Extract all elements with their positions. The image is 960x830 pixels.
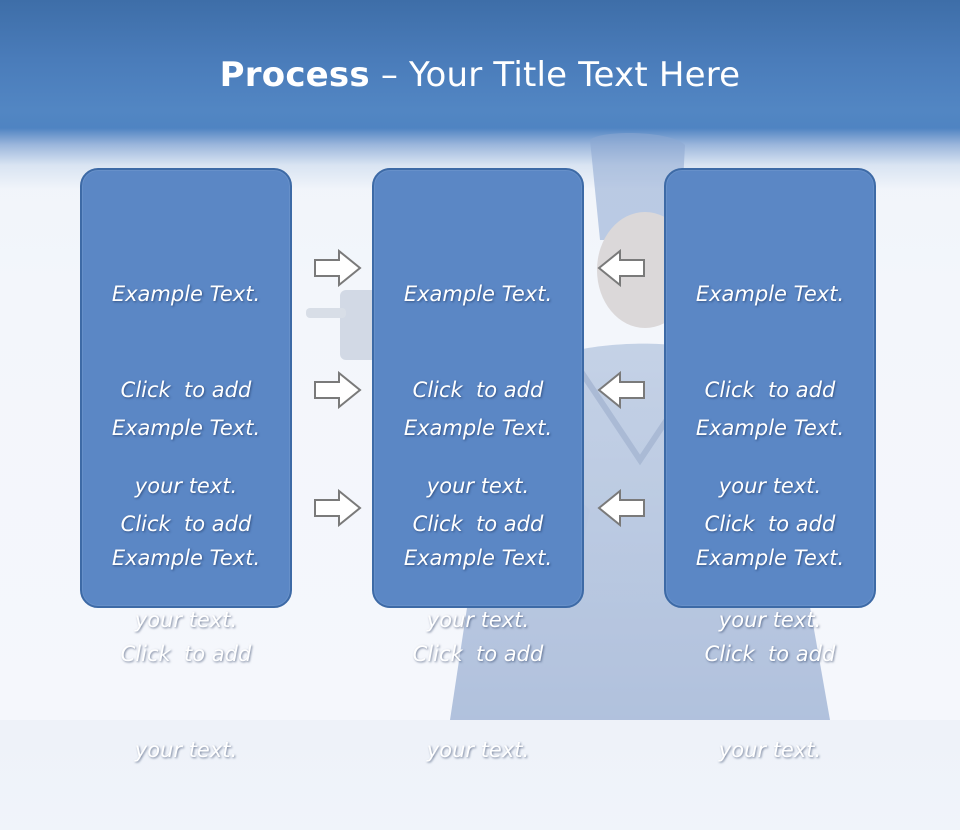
text-line: Click to add <box>120 378 252 402</box>
right-box-text-3[interactable]: Example Text. Click to add your text. <box>666 478 874 830</box>
arrow-left-icon[interactable] <box>596 489 646 527</box>
text-line: Example Text. <box>695 546 845 570</box>
right-box-text-2[interactable]: Example Text. Click to add your text. <box>666 348 874 700</box>
text-line: Click to add <box>412 512 544 536</box>
text-line: your text. <box>718 474 822 498</box>
right-process-box[interactable]: Example Text. Click to add your text. Ex… <box>664 168 876 762</box>
text-line: Click to add <box>704 378 836 402</box>
left-box-text-2[interactable]: Example Text. Click to add your text. <box>82 348 290 700</box>
text-line: your text. <box>134 608 238 632</box>
text-line: your text. <box>426 608 530 632</box>
text-line: Click to add <box>120 642 252 666</box>
slide-title[interactable]: Process – Your Title Text Here <box>0 55 960 95</box>
title-bold: Process <box>219 55 370 95</box>
text-line: Example Text. <box>111 282 261 306</box>
text-line: Example Text. <box>695 416 845 440</box>
right-box-text-1[interactable]: Example Text. Click to add your text. <box>666 214 874 566</box>
center-box-text-1[interactable]: Example Text. Click to add your text. <box>374 214 582 566</box>
text-line: Example Text. <box>403 282 553 306</box>
text-line: your text. <box>134 738 238 762</box>
arrow-left-icon[interactable] <box>596 371 646 409</box>
title-rest: Your Title Text Here <box>409 55 741 95</box>
arrow-left-icon[interactable] <box>596 249 646 287</box>
arrow-right-icon[interactable] <box>313 371 363 409</box>
arrow-right-icon[interactable] <box>313 489 363 527</box>
left-box-text-3[interactable]: Example Text. Click to add your text. <box>82 478 290 830</box>
text-line: Example Text. <box>403 546 553 570</box>
text-line: your text. <box>426 474 530 498</box>
title-dash: – <box>369 55 410 95</box>
text-line: your text. <box>426 738 530 762</box>
text-line: Click to add <box>704 512 836 536</box>
text-line: Click to add <box>412 378 544 402</box>
left-process-box[interactable]: Example Text. Click to add your text. Ex… <box>80 168 292 762</box>
left-box-text-1[interactable]: Example Text. Click to add your text. <box>82 214 290 566</box>
text-line: Click to add <box>704 642 836 666</box>
center-box-text-3[interactable]: Example Text. Click to add your text. <box>374 478 582 830</box>
text-line: Example Text. <box>111 546 261 570</box>
text-line: Example Text. <box>111 416 261 440</box>
text-line: Click to add <box>412 642 544 666</box>
text-line: your text. <box>718 608 822 632</box>
text-line: your text. <box>718 738 822 762</box>
center-process-box[interactable]: Example Text. Click to add your text. Ex… <box>372 168 584 762</box>
arrow-right-icon[interactable] <box>313 249 363 287</box>
title-bar <box>0 0 960 190</box>
text-line: Example Text. <box>403 416 553 440</box>
center-box-text-2[interactable]: Example Text. Click to add your text. <box>374 348 582 700</box>
text-line: Click to add <box>120 512 252 536</box>
text-line: Example Text. <box>695 282 845 306</box>
text-line: your text. <box>134 474 238 498</box>
